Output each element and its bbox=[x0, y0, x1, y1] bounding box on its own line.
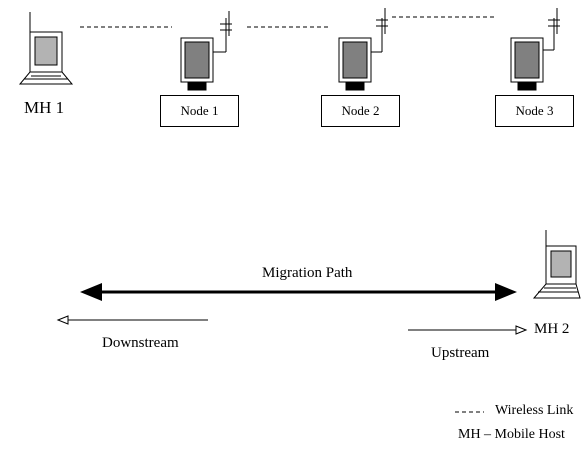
mh2-laptop-icon bbox=[532, 230, 581, 299]
node-2-box: Node 2 bbox=[321, 95, 400, 127]
downstream-arrow bbox=[56, 315, 208, 325]
node1-terminal-icon bbox=[180, 11, 232, 91]
node2-terminal-icon bbox=[338, 8, 388, 91]
legend-abbreviation: MH – Mobile Host bbox=[458, 427, 565, 442]
node-1-box: Node 1 bbox=[160, 95, 239, 127]
mh1-label: MH 1 bbox=[24, 98, 65, 117]
mh2-label: MH 2 bbox=[534, 321, 570, 337]
upstream-label: Upstream bbox=[431, 345, 490, 361]
wireless-links bbox=[80, 16, 494, 28]
mh1-laptop-icon bbox=[18, 12, 74, 85]
legend-wireless-label: Wireless Link bbox=[495, 403, 574, 418]
migration-path-arrow bbox=[80, 283, 517, 301]
node3-terminal-icon bbox=[510, 8, 560, 91]
node-3-box: Node 3 bbox=[495, 95, 574, 127]
upstream-arrow bbox=[408, 325, 528, 335]
downstream-label: Downstream bbox=[102, 335, 179, 351]
migration-path-label: Migration Path bbox=[262, 265, 353, 281]
